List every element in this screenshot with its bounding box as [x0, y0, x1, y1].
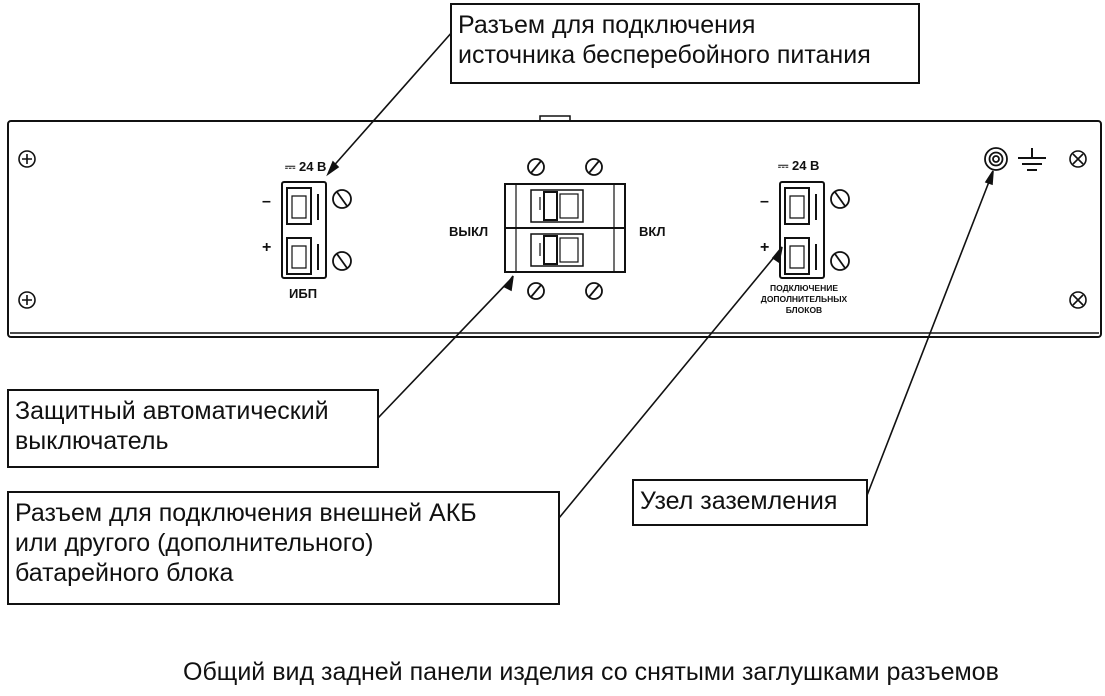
ext-name-label-2: ДОПОЛНИТЕЛЬНЫХ [761, 294, 848, 304]
breaker-on-label: ВКЛ [639, 224, 665, 239]
corner-screw-icon [18, 150, 1087, 309]
ups-name-label: ИБП [289, 286, 317, 301]
figure-caption: Общий вид задней панели изделия со сняты… [183, 658, 999, 686]
ext-plus-label: + [760, 239, 769, 256]
callout-text: Разъем для подключения [458, 11, 756, 39]
callout-text: Защитный автоматический [15, 397, 329, 425]
callout-text: выключатель [15, 427, 169, 455]
ext-minus-label: – [760, 193, 769, 210]
screw-icon [332, 189, 352, 271]
leader-lines [326, 30, 994, 519]
ups-connector [281, 181, 327, 279]
ext-voltage-label: ⎓ 24 В [778, 158, 819, 173]
ground-terminal [984, 147, 1008, 171]
rear-panel [7, 115, 1102, 338]
ups-plus-label: + [262, 239, 271, 256]
external-battery-connector [779, 181, 825, 279]
callout-breaker: Защитный автоматический выключатель [7, 389, 379, 468]
callout-text: Разъем для подключения внешней АКБ [15, 499, 477, 527]
callout-grounding: Узел заземления [632, 479, 868, 526]
screw-icon [830, 189, 850, 271]
callout-text: источника бесперебойного питания [458, 41, 871, 69]
callout-text: батарейного блока [15, 559, 234, 587]
breaker-off-label: ВЫКЛ [449, 224, 488, 239]
ups-voltage-label: ⎓ 24 В [285, 159, 326, 174]
callout-ups-connector: Разъем для подключения источника беспере… [450, 3, 920, 84]
callout-text: или другого (дополнительного) [15, 529, 374, 557]
ext-name-label-1: ПОДКЛЮЧЕНИЕ [770, 283, 838, 293]
ground-symbol-icon [1018, 148, 1046, 171]
callout-text: Узел заземления [640, 487, 838, 515]
ext-name-label-3: БЛОКОВ [786, 305, 822, 315]
callout-external-battery: Разъем для подключения внешней АКБ или д… [7, 491, 560, 605]
breaker-screw-icon [527, 158, 603, 300]
ups-minus-label: – [262, 193, 271, 210]
circuit-breaker [504, 183, 626, 273]
